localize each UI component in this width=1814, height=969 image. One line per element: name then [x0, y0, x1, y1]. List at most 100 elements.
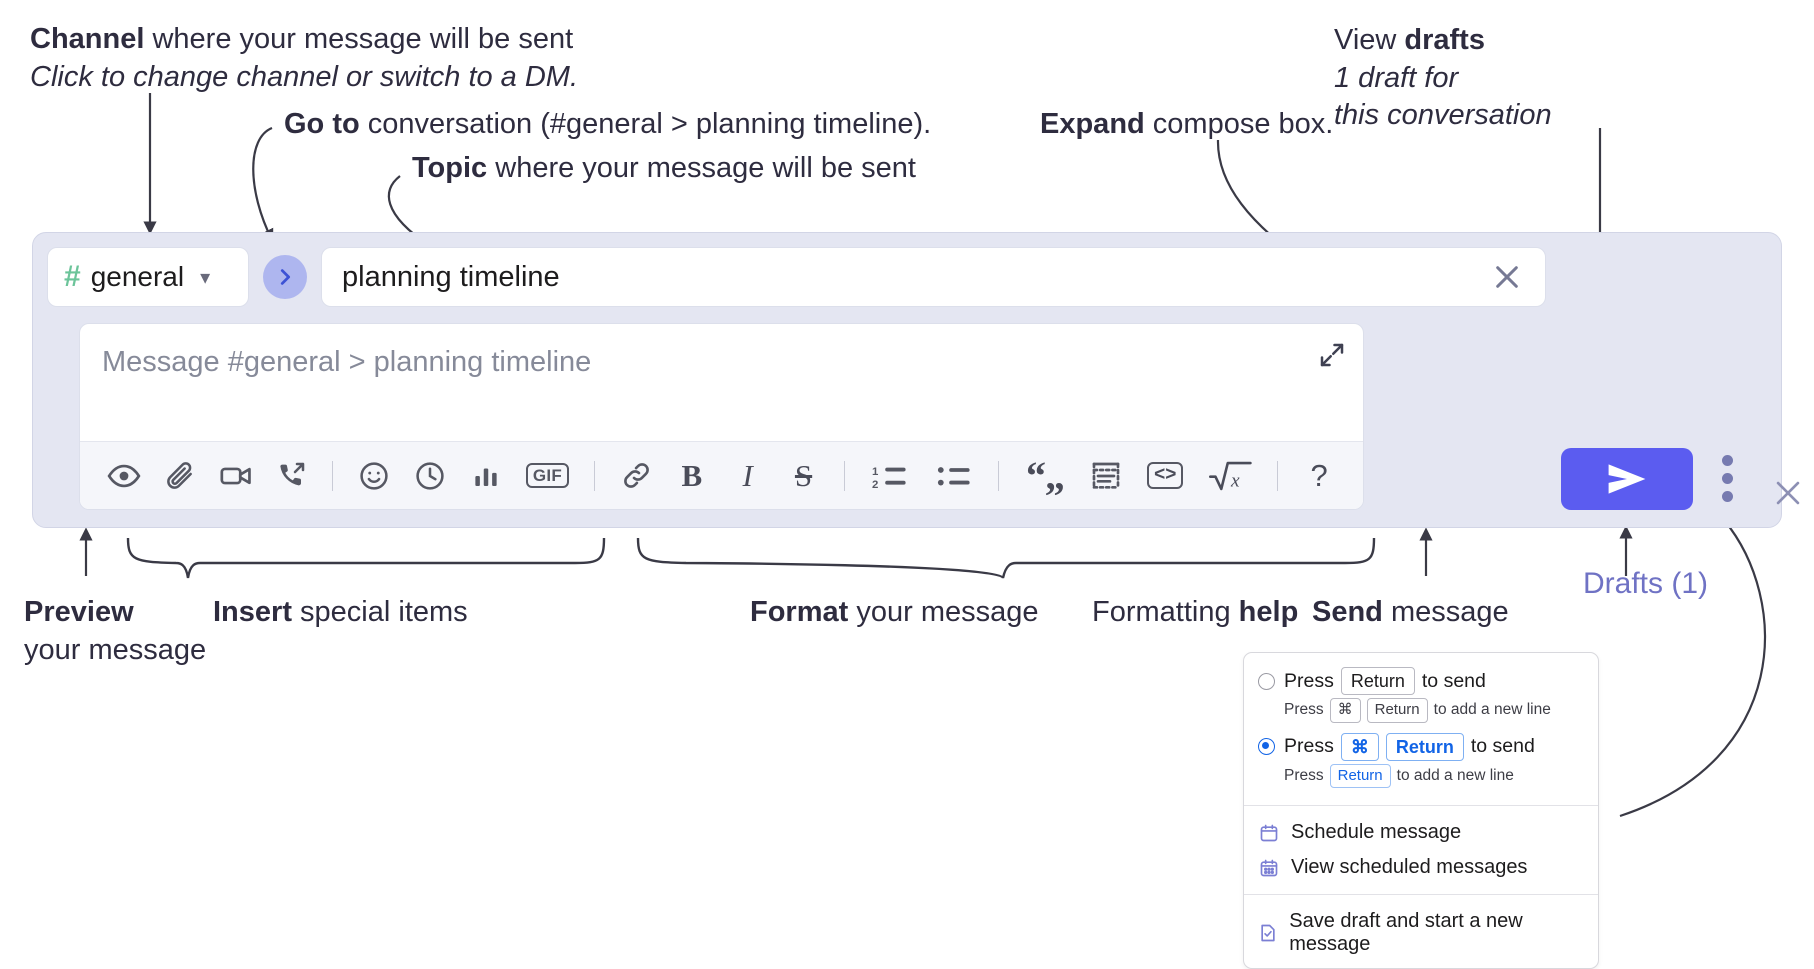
annotation-preview-rest: your message [24, 633, 207, 666]
radio-unselected-icon[interactable] [1258, 672, 1275, 690]
calendar-icon [1258, 823, 1280, 843]
separator [1277, 460, 1279, 491]
annotation-channel-bold: Channel [30, 23, 145, 55]
radio-selected-icon[interactable] [1258, 738, 1275, 756]
option1-sub-pre: Press [1284, 701, 1324, 719]
send-option-return[interactable]: Press Return to send [1244, 665, 1598, 696]
send-option-cmd-return-sub: Press Return to add a new line [1244, 761, 1598, 796]
annotation-topic: Topic where your message will be sent [412, 150, 916, 188]
menu-item-label: Schedule message [1291, 821, 1462, 844]
annotation-insert-rest: special items [291, 596, 468, 628]
inline-code-icon[interactable]: <> [1140, 453, 1191, 499]
menu-item-view-scheduled[interactable]: View scheduled messages [1244, 850, 1598, 885]
calendar-grid-icon [1258, 858, 1280, 878]
annotation-drafts-italic1: 1 draft for [1334, 61, 1459, 94]
strikethrough-icon[interactable]: S [782, 453, 826, 499]
annotation-drafts: View drafts 1 draft for this conversatio… [1334, 22, 1552, 135]
annotation-send-rest: message [1382, 596, 1509, 628]
more-vertical-icon [1722, 455, 1733, 466]
option2-pre: Press [1284, 735, 1334, 758]
compose-header: # general ▾ planning timeline [47, 247, 1546, 307]
annotation-drafts-lead: View [1334, 24, 1405, 56]
bulleted-list-icon[interactable] [928, 453, 979, 499]
goto-conversation-button[interactable] [263, 255, 307, 299]
help-label: ? [1310, 457, 1328, 493]
blockquote-glyph: “„ [1026, 452, 1065, 498]
send-button[interactable] [1561, 448, 1693, 510]
separator [998, 460, 1000, 491]
math-icon[interactable]: x [1203, 453, 1258, 499]
separator [594, 460, 596, 491]
annotation-insert-bold: Insert [213, 596, 292, 628]
annotation-drafts-italic2: this conversation [1334, 99, 1552, 132]
expand-icon [1320, 343, 1344, 367]
menu-item-save-draft[interactable]: Save draft and start a new message [1244, 904, 1598, 962]
blockquote-icon[interactable]: “„ [1018, 453, 1071, 499]
call-icon[interactable] [270, 453, 314, 499]
annotation-send-bold: Send [1312, 596, 1383, 628]
annotation-goto-rest: conversation (#general > planning timeli… [359, 108, 932, 140]
send-icon [1608, 464, 1646, 494]
compose-options-button[interactable] [1722, 455, 1733, 502]
topic-input[interactable]: planning timeline [321, 247, 1546, 307]
divider [1244, 894, 1598, 896]
message-input[interactable]: Message #general > planning timeline [102, 346, 592, 378]
annotation-insert: Insert special items [213, 594, 468, 632]
menu-item-label: View scheduled messages [1291, 856, 1528, 879]
compose-panel: # general ▾ planning timeline Message #g… [32, 232, 1800, 600]
more-vertical-icon [1722, 491, 1733, 502]
annotation-channel: Channel where your message will be sent … [30, 21, 578, 96]
annotation-channel-italic: Click to change channel or switch to a D… [30, 60, 579, 93]
option2-sub-post: to add a new line [1396, 766, 1514, 784]
hash-icon: # [64, 260, 81, 293]
clock-icon[interactable] [408, 453, 452, 499]
topic-value: planning timeline [342, 260, 560, 293]
channel-selector[interactable]: # general ▾ [47, 247, 249, 307]
svg-text:2: 2 [872, 479, 878, 491]
annotation-expand-bold: Expand [1040, 108, 1145, 140]
panel-close-button[interactable] [1771, 476, 1805, 515]
drafts-link[interactable]: Drafts (1) [1583, 567, 1709, 600]
poll-icon[interactable] [464, 453, 508, 499]
option1-sub-key1: ⌘ [1329, 698, 1361, 723]
option2-sub-pre: Press [1284, 766, 1324, 784]
svg-text:x: x [1230, 470, 1240, 491]
emoji-icon[interactable] [352, 453, 396, 499]
option1-key: Return [1340, 667, 1415, 696]
chevron-down-icon: ▾ [200, 266, 211, 289]
expand-compose-button[interactable] [1317, 340, 1347, 375]
menu-item-schedule-message[interactable]: Schedule message [1244, 815, 1598, 850]
option1-pre: Press [1284, 669, 1334, 692]
save-draft-icon [1258, 923, 1278, 943]
annotation-send: Send message [1312, 594, 1509, 632]
attachment-icon[interactable] [158, 453, 202, 499]
annotation-channel-rest: where your message will be sent [144, 23, 574, 55]
formatting-toolbar: GIF B I S 1 2 [80, 441, 1363, 509]
annotation-topic-rest: where your message will be sent [487, 152, 916, 184]
link-icon[interactable] [614, 453, 658, 499]
video-icon[interactable] [214, 453, 258, 499]
preview-icon[interactable] [102, 453, 146, 499]
annotation-help-bold: help [1238, 596, 1299, 628]
annotation-format: Format your message [750, 594, 1039, 632]
close-icon[interactable] [1491, 261, 1523, 293]
ordered-list-icon[interactable]: 1 2 [864, 453, 915, 499]
bold-icon[interactable]: B [670, 453, 714, 499]
inline-code-label: <> [1147, 462, 1184, 489]
option1-post: to send [1421, 669, 1486, 692]
message-body: Message #general > planning timeline [79, 323, 1364, 510]
option2-sub-key: Return [1329, 763, 1391, 789]
send-option-cmd-return[interactable]: Press ⌘ Return to send [1244, 731, 1598, 761]
gif-icon[interactable]: GIF [520, 453, 575, 499]
italic-label: I [742, 457, 753, 493]
bold-label: B [681, 457, 703, 493]
chevron-right-icon [280, 269, 291, 285]
annotation-help: Formatting help [1092, 594, 1298, 632]
annotation-drafts-bold: drafts [1404, 24, 1485, 56]
italic-icon[interactable]: I [726, 453, 770, 499]
annotation-goto-bold: Go to [284, 108, 360, 140]
annotation-expand-rest: compose box. [1144, 108, 1334, 140]
help-icon[interactable]: ? [1297, 453, 1341, 499]
code-block-icon[interactable] [1084, 453, 1128, 499]
annotation-goto: Go to conversation (#general > planning … [284, 106, 931, 144]
